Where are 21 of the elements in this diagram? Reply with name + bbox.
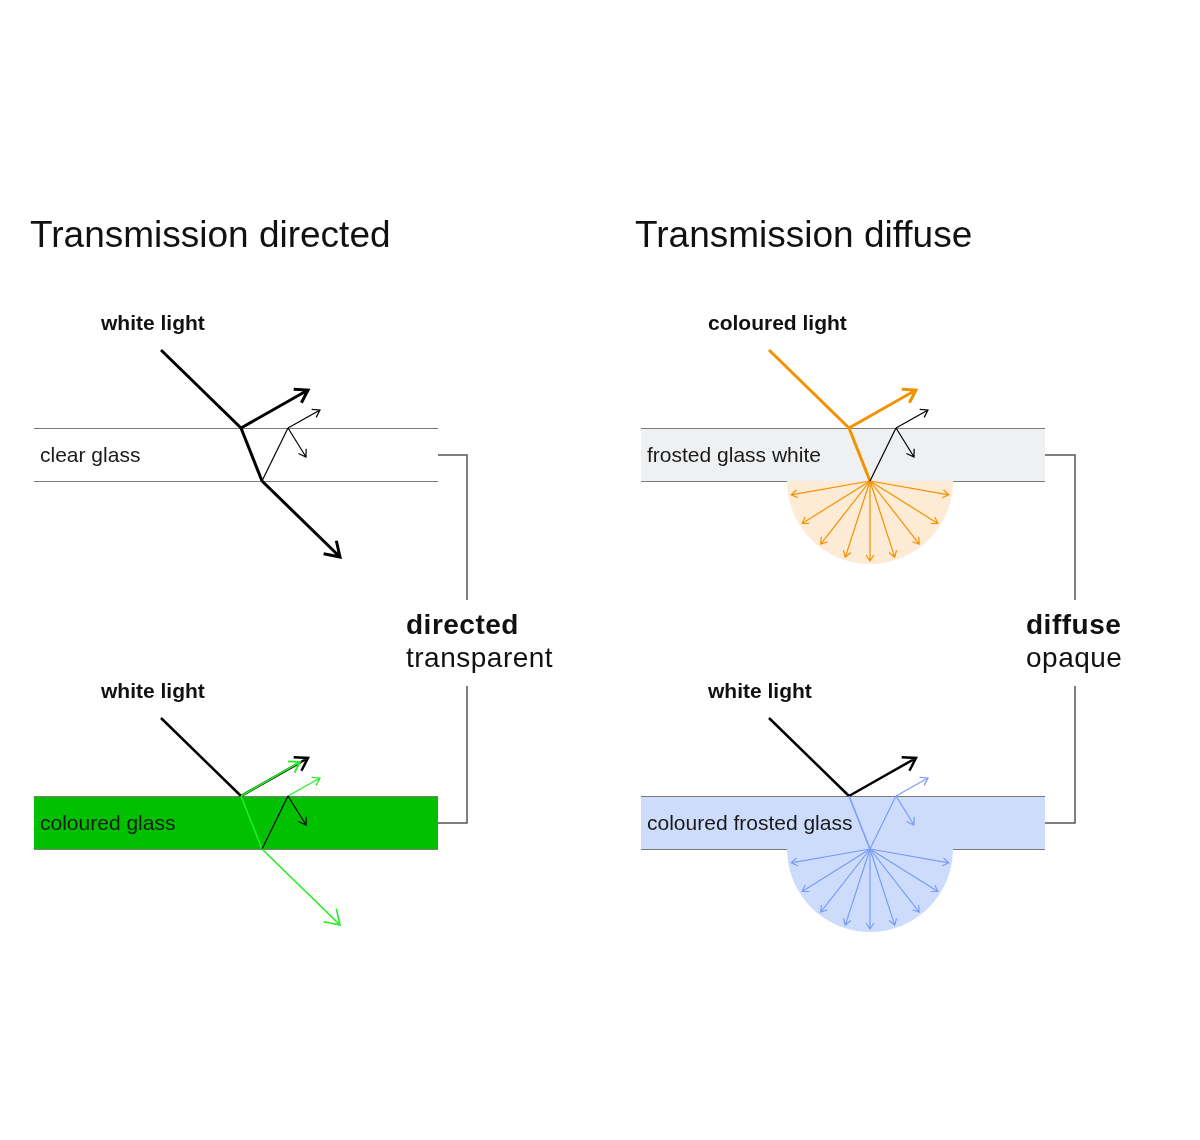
- category-term: directed: [406, 608, 520, 641]
- bracket-line: [437, 685, 468, 824]
- bracket-line: [1044, 454, 1076, 601]
- pane-label: clear glass: [40, 443, 141, 467]
- bracket-line: [437, 454, 468, 601]
- glass-pane: [34, 796, 438, 850]
- pane-label: coloured glass: [40, 811, 176, 835]
- heading: Transmission diffuse: [635, 214, 973, 256]
- property-term: transparent: [406, 641, 555, 674]
- category-term: diffuse: [1026, 608, 1123, 641]
- pane-label: coloured frosted glass: [647, 811, 853, 835]
- light-label: white light: [708, 679, 812, 703]
- heading: Transmission directed: [30, 214, 391, 256]
- bracket-line: [1044, 685, 1076, 824]
- light-label: white light: [101, 311, 205, 335]
- pane-label: frosted glass white: [647, 443, 821, 467]
- light-label: coloured light: [708, 311, 847, 335]
- light-label: white light: [101, 679, 205, 703]
- glass-pane: [641, 428, 1045, 482]
- property-term: opaque: [1026, 641, 1124, 674]
- glass-pane: [641, 796, 1045, 850]
